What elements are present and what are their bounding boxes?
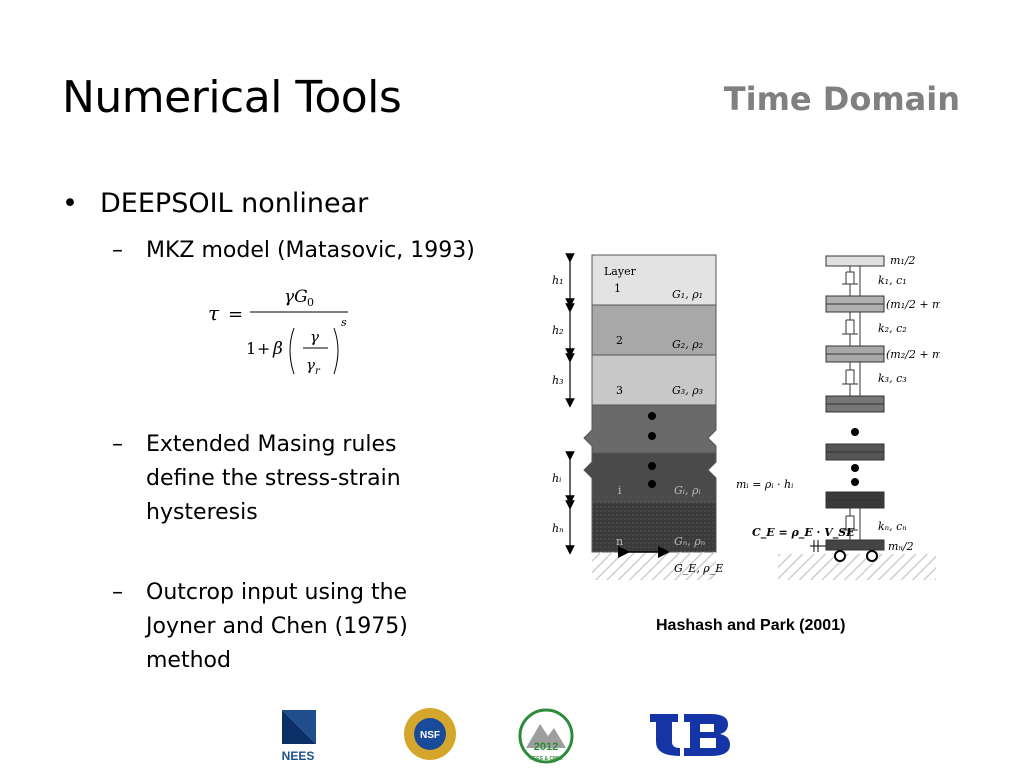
spring-3-label: k₃, c₃ (878, 372, 907, 385)
layer-1-label: 1 (614, 282, 621, 295)
spring-n-label: kₙ, cₙ (878, 520, 907, 533)
mass-3-label: (m₂/2 + m₃/2) (886, 348, 940, 361)
mass-2-label: (m₁/2 + m₂/2) (886, 298, 940, 311)
mkz-formula: τ = γG 0 1 + β γ γ r s (208, 288, 348, 377)
layer-header: Layer (604, 265, 637, 278)
spring-1-label: k₁, c₁ (878, 274, 907, 287)
sub-bullet-outcrop-line: Outcrop input using the (146, 580, 408, 605)
dash-mark: – (112, 580, 123, 605)
nees-logo-text: NEES (282, 749, 315, 763)
svg-text:+: + (257, 339, 270, 358)
bullet-main-text: DEEPSOIL nonlinear (100, 188, 369, 219)
layer-2-label: 2 (616, 334, 623, 347)
sub-bullet-outcrop-line: Joyner and Chen (1975) (146, 614, 408, 639)
mass-definition: mᵢ = ρᵢ · hᵢ (736, 478, 793, 491)
svg-text:γ: γ (310, 328, 319, 346)
layer-1-props: G₁, ρ₁ (672, 288, 703, 301)
layer-i-props: Gᵢ, ρᵢ (674, 484, 701, 497)
svg-text:1: 1 (246, 339, 256, 358)
hi-label: hᵢ (552, 472, 561, 485)
layer-1-block (591, 254, 717, 306)
nees-logo: NEES (282, 710, 316, 763)
nees-cmmi-year: 2012 (534, 741, 558, 753)
dash-mark: – (112, 238, 123, 263)
soil-column-figure: Layer 1 G₁, ρ₁ 2 G₂, ρ₂ 3 G₃, ρ₃ i Gᵢ, ρ… (552, 253, 940, 580)
layer-n-label: n (616, 535, 623, 548)
sub-bullet-masing-line: Extended Masing rules (146, 432, 397, 457)
svg-text:0: 0 (307, 296, 314, 309)
hn-label: hₙ (552, 522, 564, 535)
layer-i-label: i (618, 484, 622, 497)
mass-1-label: m₁/2 (890, 254, 916, 267)
svg-text:β: β (272, 339, 283, 359)
sub-bullet-mkz-text: MKZ model (Matasovic, 1993) (146, 238, 475, 263)
sub-bullet-masing: – Extended Masing rules define the stres… (62, 428, 502, 530)
svg-text:τ: τ (208, 301, 220, 325)
spring-2-label: k₂, c₂ (878, 322, 907, 335)
nsf-logo-text: NSF (420, 730, 440, 741)
bullet-main: • DEEPSOIL nonlinear (62, 186, 502, 222)
bedrock-props: G_E, ρ_E (674, 562, 723, 575)
h3-label: h₃ (552, 374, 564, 387)
layer-3-block (591, 354, 717, 406)
slide-title: Numerical Tools (62, 72, 402, 123)
svg-text:r: r (315, 366, 321, 377)
sub-bullet-outcrop-line: method (146, 648, 231, 673)
layer-n-props: Gₙ, ρₙ (674, 535, 705, 548)
h2-label: h₂ (552, 324, 564, 337)
layer-2-block (591, 304, 717, 356)
sub-bullet-masing-line: define the stress-strain (146, 466, 401, 491)
layer-gap-block (583, 404, 717, 454)
layer-3-props: G₃, ρ₃ (672, 384, 703, 397)
svg-text:γG: γG (284, 288, 308, 307)
layer-2-props: G₂, ρ₂ (672, 338, 703, 351)
sub-bullet-outcrop: – Outcrop input using the Joyner and Che… (62, 576, 502, 678)
nsf-logo: NSF (404, 708, 456, 760)
bullet-list: • DEEPSOIL nonlinear – MKZ model (Mataso… (62, 186, 502, 678)
nees-cmmi-logo: 2012 NEES & CMMI (518, 708, 574, 764)
sub-bullet-mkz: – MKZ model (Matasovic, 1993) (62, 234, 502, 268)
figure-caption: Hashash and Park (2001) (656, 617, 846, 634)
svg-text:γ: γ (306, 356, 315, 374)
slide-subtitle: Time Domain (723, 80, 960, 118)
nees-cmmi-text: NEES & CMMI (529, 756, 563, 762)
h1-label: h₁ (552, 274, 564, 287)
layer-3-label: 3 (616, 384, 623, 397)
dash-mark: – (112, 432, 123, 457)
svg-text:=: = (228, 304, 243, 325)
sub-bullet-masing-line: hysteresis (146, 500, 258, 525)
mass-n-label: mₙ/2 (888, 540, 914, 553)
svg-text:s: s (341, 316, 347, 329)
ub-logo (650, 714, 730, 756)
bullet-dot: • (62, 188, 78, 219)
dashpot-definition: C_E = ρ_E · V_SE (752, 526, 855, 540)
